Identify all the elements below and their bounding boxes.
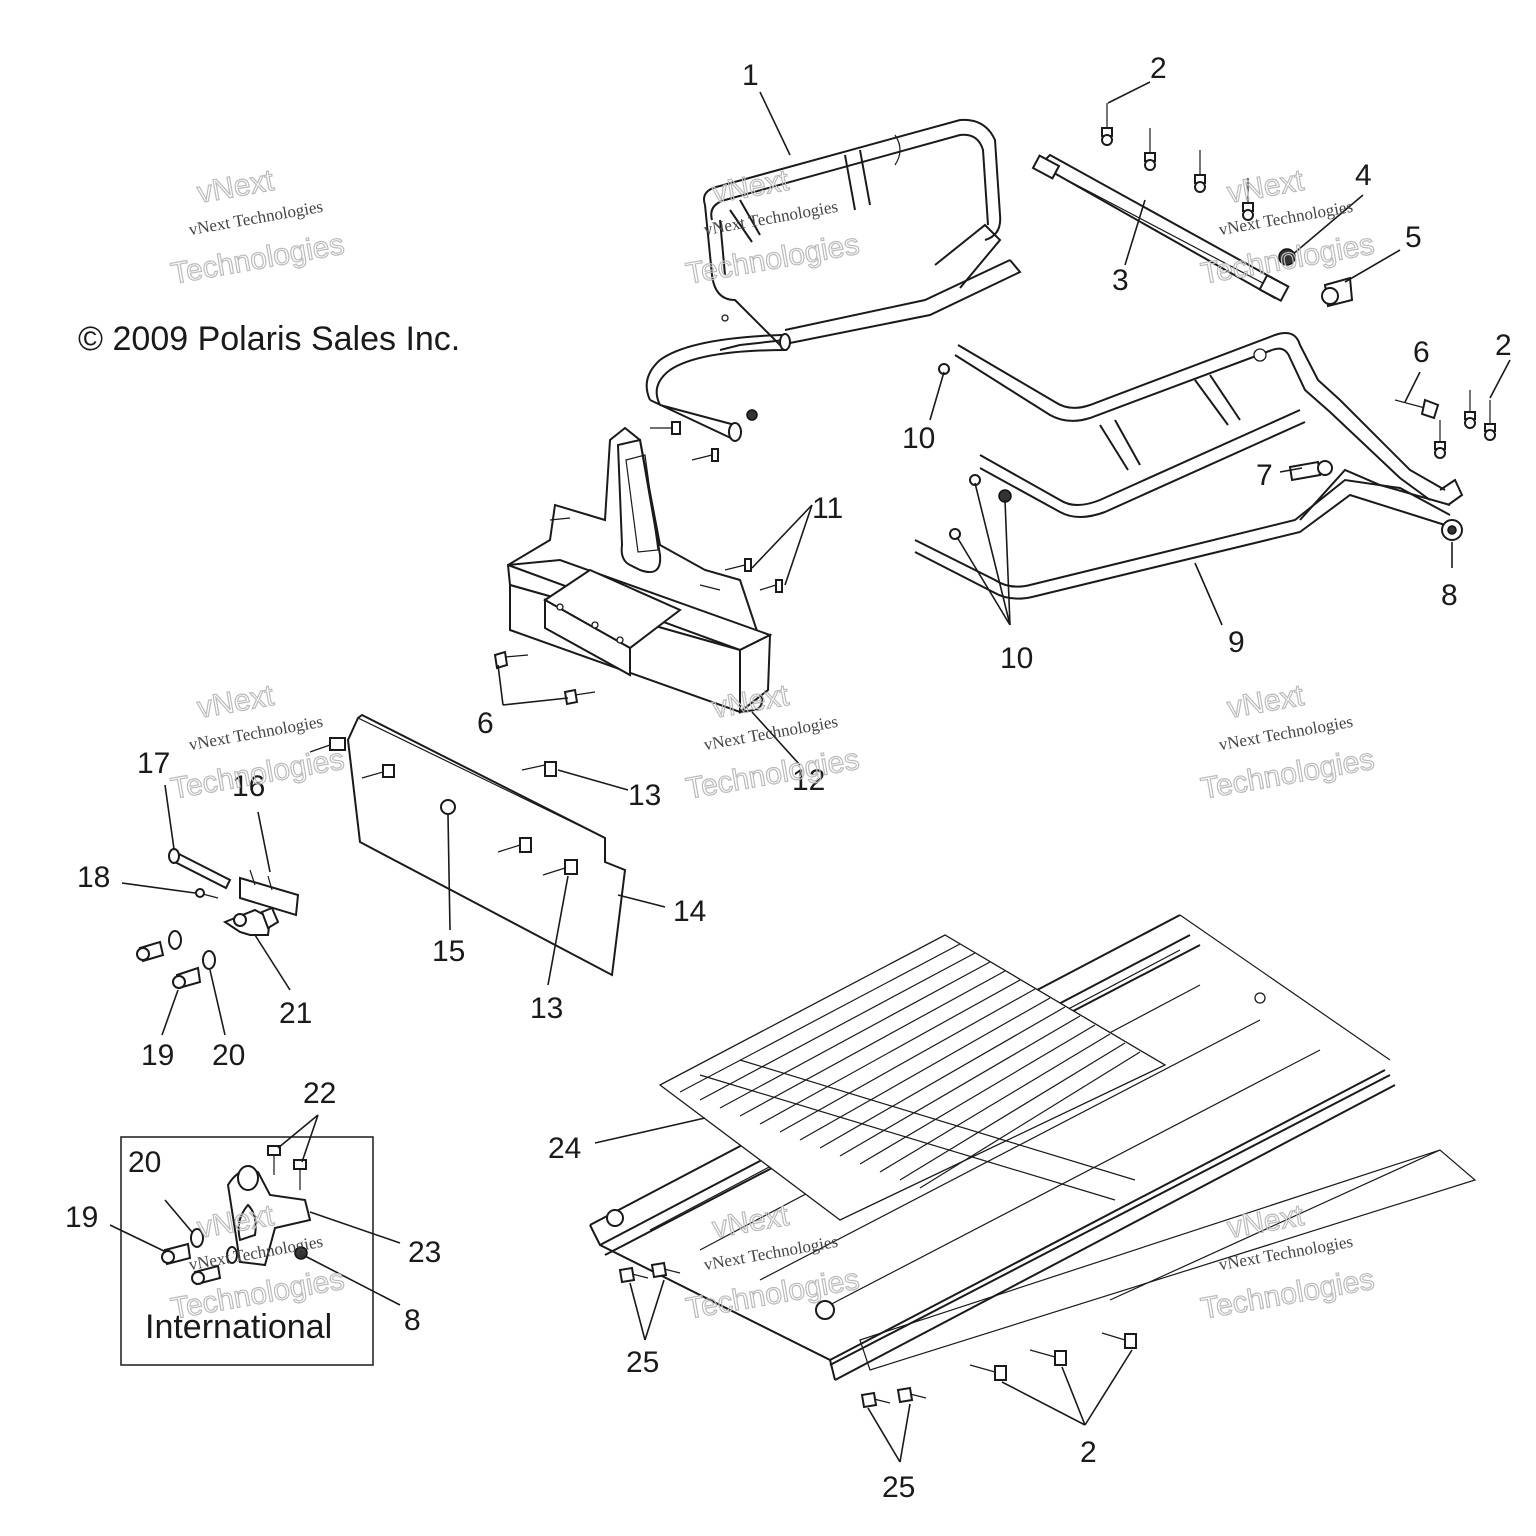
watermark: vNext vNext Technologies Technologies: [168, 678, 347, 806]
callout-2: 2: [1080, 1436, 1097, 1469]
watermark: vNext vNext Technologies Technologies: [1198, 163, 1377, 291]
callout-1: 1: [742, 59, 759, 92]
watermark-line1: vNext: [710, 1199, 792, 1245]
callout-25: 25: [882, 1471, 915, 1504]
watermark: vNext vNext Technologies Technologies: [168, 163, 347, 291]
part-9-lower-frame: [914, 332, 1464, 600]
callout-10: 10: [1000, 642, 1033, 675]
part-23-hitch-assembly: [226, 1165, 312, 1267]
callout-25: 25: [626, 1346, 659, 1379]
callout-18: 18: [77, 861, 110, 894]
callout-12: 12: [792, 764, 825, 797]
part-19-bolt-inset: [161, 1242, 222, 1286]
callout-15: 15: [432, 935, 465, 968]
watermark-line1: vNext: [195, 679, 277, 725]
callout-22: 22: [303, 1077, 336, 1110]
international-label: International: [145, 1308, 332, 1346]
callout-4: 4: [1355, 159, 1372, 192]
part-16-bracket: [239, 869, 300, 917]
part-2-rivets-bottom: [969, 1332, 1137, 1381]
callout-17: 17: [137, 747, 170, 780]
part-6-bolts-left: [493, 650, 596, 706]
part-11-nut: [746, 409, 758, 421]
callout-23: 23: [408, 1236, 441, 1269]
part-21-hitch-plate: [222, 906, 280, 936]
watermark-line1: vNext: [1225, 164, 1307, 210]
part-11-bolts: [650, 421, 783, 593]
callout-14: 14: [673, 895, 706, 928]
part-25-rivets: [618, 1261, 927, 1409]
callout-16: 16: [232, 770, 265, 803]
callout-3: 3: [1112, 264, 1129, 297]
callout-19: 19: [141, 1039, 174, 1072]
callout-20: 20: [212, 1039, 245, 1072]
part-18-clip: [194, 888, 219, 899]
part-24-mat: [658, 934, 1167, 1221]
part-20-washers: [168, 930, 216, 970]
part-2-rivets-right: [1434, 390, 1496, 459]
part-17-pin: [168, 848, 232, 890]
callout-9: 9: [1228, 626, 1245, 659]
callout-11: 11: [812, 492, 843, 525]
part-2-rivets-top: [1101, 103, 1254, 221]
part-7-bolt: [1288, 460, 1333, 482]
part-15-washer: [440, 799, 456, 815]
callout-6: 6: [1413, 336, 1430, 369]
watermark: vNext vNext Technologies Technologies: [1198, 678, 1377, 806]
callout-5: 5: [1405, 221, 1422, 254]
watermark: vNext vNext Technologies Technologies: [1198, 1198, 1377, 1326]
watermark: vNext vNext Technologies Technologies: [683, 163, 862, 291]
part-20-washer-inset: [190, 1228, 204, 1248]
callout-21: 21: [279, 997, 312, 1030]
part-1-roll-frame: [645, 118, 1022, 442]
part-14-panel: [346, 713, 627, 977]
part-13-rivets: [309, 737, 578, 876]
part-8-nut: [1441, 519, 1463, 541]
part-22-bolts: [267, 1145, 307, 1190]
callout-13: 13: [530, 992, 563, 1025]
leader-lines: [109, 81, 1511, 1463]
callouts: 1 2 3 4 5 6 2 10 7 11 8 10 9 6 12 13 17 …: [65, 52, 1512, 1504]
part-10-nut: [949, 528, 961, 540]
callout-2: 2: [1150, 52, 1167, 85]
callout-20: 20: [128, 1146, 161, 1179]
callout-10: 10: [902, 422, 935, 455]
callout-6: 6: [477, 707, 494, 740]
part-8-nut-inset: [294, 1246, 308, 1260]
international-inset-box: [120, 1136, 374, 1366]
part-3-crossbar: [1031, 153, 1290, 303]
watermark-line1: vNext: [1225, 679, 1307, 725]
callout-2: 2: [1495, 329, 1512, 362]
watermark-line1: vNext: [1225, 1199, 1307, 1245]
part-5-bolt: [1321, 276, 1354, 308]
part-19-bolts: [136, 940, 202, 990]
watermark-line1: vNext: [195, 164, 277, 210]
callout-8: 8: [404, 1304, 421, 1337]
callout-13: 13: [628, 779, 661, 812]
part-6-bolt-right: [1394, 398, 1440, 420]
callout-24: 24: [548, 1132, 581, 1165]
callout-19: 19: [65, 1201, 98, 1234]
callout-7: 7: [1256, 459, 1273, 492]
part-4-nut: [1278, 248, 1296, 266]
part-12-seat-base: [506, 426, 773, 715]
part-20-washer-inset: [226, 1246, 238, 1264]
callout-8: 8: [1441, 579, 1458, 612]
watermark-line1: vNext: [710, 164, 792, 210]
copyright-text: © 2009 Polaris Sales Inc.: [78, 320, 460, 358]
